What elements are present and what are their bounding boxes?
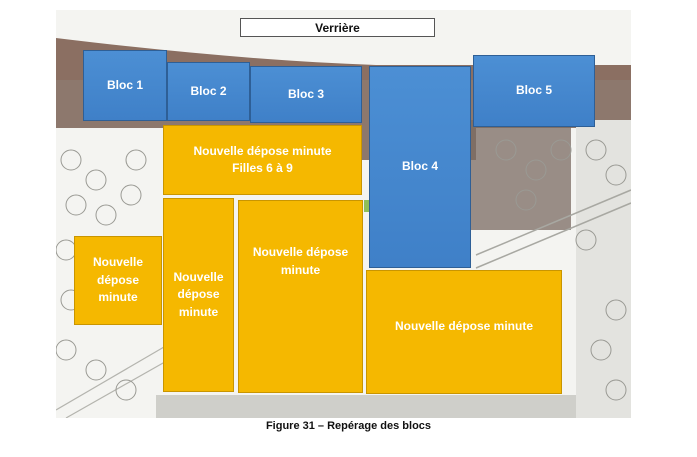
bloc-1: Bloc 1 [83, 50, 167, 121]
bloc-4-label: Bloc 4 [401, 159, 438, 174]
zone-depose-filles: Nouvelle dépose minute Filles 6 à 9 [163, 125, 362, 195]
zone-depose-center: Nouvelle dépose minute [238, 200, 363, 393]
bloc-4: Bloc 4 [369, 66, 471, 268]
bloc-5-label: Bloc 5 [515, 83, 552, 98]
zone-center-line-2: minute [280, 262, 321, 277]
zone-left-line-3: minute [98, 290, 138, 305]
zone-center-line-1: Nouvelle dépose [252, 245, 349, 260]
verriere-label: Verrière [240, 18, 435, 37]
zone-filles-line-2: Filles 6 à 9 [232, 161, 293, 175]
bloc-3-label: Bloc 3 [287, 86, 324, 101]
zone-filles-line-1: Nouvelle dépose minute [193, 143, 332, 158]
zone-left-line-2: dépose [96, 272, 139, 287]
zone-depose-right: Nouvelle dépose minute [366, 270, 562, 394]
zone-center-left-line-2: dépose [177, 287, 220, 302]
zone-center-left-line-3: minute [178, 304, 219, 319]
zone-left-line-1: Nouvelle [92, 255, 143, 270]
figure-caption: Figure 31 – Repérage des blocs [265, 420, 432, 432]
zone-depose-left: Nouvelle dépose minute [74, 236, 162, 325]
bloc-2-label: Bloc 2 [190, 83, 227, 98]
zone-center-left-line-1: Nouvelle [173, 269, 224, 284]
zone-depose-center-left: Nouvelle dépose minute [163, 198, 234, 392]
bloc-1-label: Bloc 1 [106, 77, 143, 92]
bloc-3: Bloc 3 [250, 66, 362, 123]
bloc-5: Bloc 5 [473, 55, 595, 127]
bloc-2: Bloc 2 [167, 62, 250, 121]
zone-right-line-1: Nouvelle dépose minute [394, 319, 534, 334]
